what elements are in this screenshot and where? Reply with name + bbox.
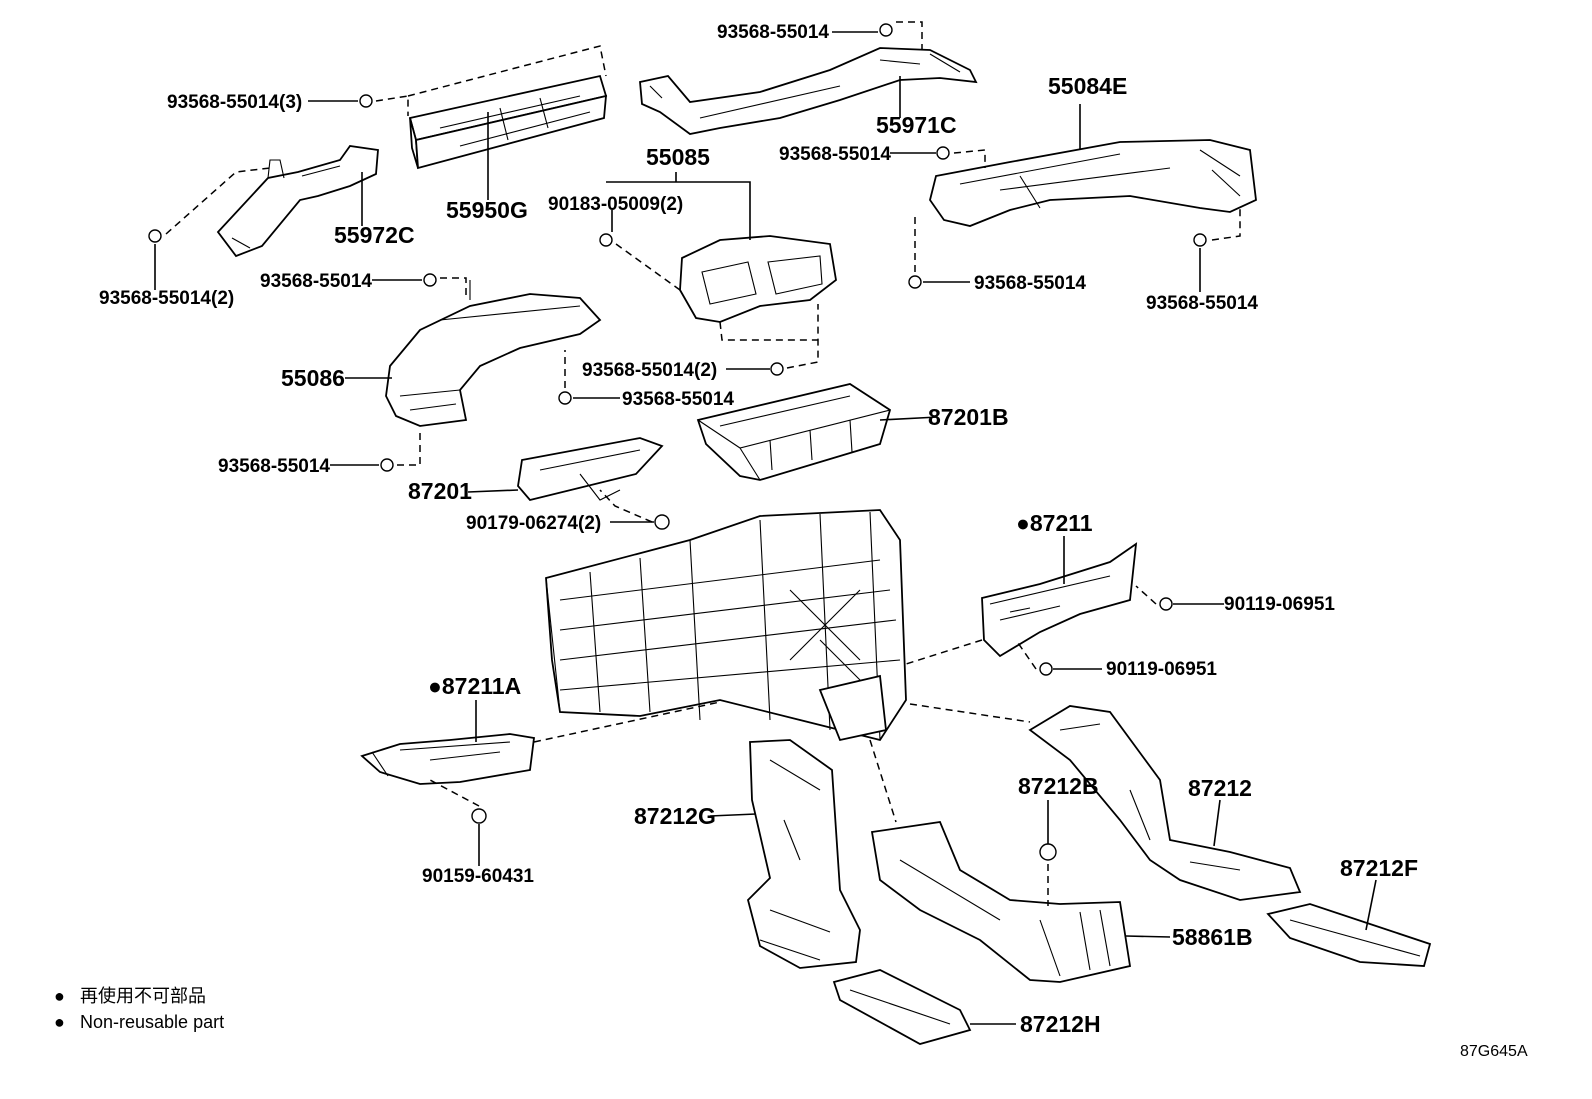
bolt-icon [770, 362, 784, 376]
part-87212f-duct [1266, 903, 1432, 967]
bolt-icon [879, 23, 893, 37]
label-90159-60431: 90159-60431 [422, 866, 534, 887]
part-87212-duct [1028, 705, 1302, 901]
legend-japanese: 再使用不可部品 [80, 986, 206, 1006]
part-87201-register [517, 437, 664, 502]
label-55084e: 55084E [1048, 73, 1127, 99]
bolt-icon [148, 229, 162, 243]
label-55950g: 55950G [446, 197, 528, 223]
label-55086: 55086 [281, 365, 345, 391]
label-90183-05009-2: 90183-05009(2) [548, 194, 683, 215]
part-55084e-duct [929, 139, 1257, 227]
label-90119-06951-b: 90119-06951 [1106, 659, 1217, 680]
label-87212h: 87212H [1020, 1011, 1101, 1037]
fastener-icons [148, 23, 1207, 861]
bolt-icon [558, 391, 572, 405]
part-55972c-duct [216, 145, 379, 258]
label-93568-55014-upper-center: 93568-55014 [779, 144, 891, 165]
leader-lines [154, 31, 1377, 1025]
label-87201b: 87201B [928, 404, 1009, 430]
bolt-icon [908, 275, 922, 289]
part-55971c-duct [639, 47, 978, 135]
label-58861b: 58861B [1172, 924, 1253, 950]
screw-icon [1159, 597, 1173, 611]
label-87201: 87201 [408, 478, 472, 504]
part-87201b-register [696, 383, 892, 481]
label-93568-55014-lower-left: 93568-55014 [218, 456, 330, 477]
label-93568-55014-center: 93568-55014 [622, 389, 734, 410]
legend-english: Non-reusable part [80, 1012, 224, 1032]
part-87211a-duct [360, 733, 536, 785]
clip-icon [599, 233, 613, 247]
nut-icon [654, 514, 670, 530]
label-93568-55014-right: 93568-55014 [974, 273, 1086, 294]
diagram-code: 87G645A [1460, 1043, 1528, 1060]
part-55950g-duct [408, 74, 608, 170]
part-55085-duct [679, 235, 837, 323]
label-87212b: 87212B [1018, 773, 1099, 799]
part-hvac-unit [545, 509, 907, 742]
bolt-icon [1193, 233, 1207, 247]
part-87212g-duct [746, 739, 861, 969]
bolt-icon [359, 94, 373, 108]
legend: ● 再使用不可部品 ● Non-reusable part [54, 986, 224, 1032]
part-58861b-duct [870, 821, 1132, 983]
label-93568-55014-2-left: 93568-55014(2) [99, 288, 234, 309]
label-90119-06951-a: 90119-06951 [1224, 594, 1335, 615]
label-87211: ●87211 [1016, 510, 1093, 536]
part-labels: 93568-55014 93568-55014(3) 55950G 55972C… [99, 22, 1418, 1037]
bolt-icon [380, 458, 394, 472]
label-87212g: 87212G [634, 803, 716, 829]
label-87212: 87212 [1188, 775, 1252, 801]
label-87211a: ●87211A [428, 673, 521, 699]
legend-bullet-1: ● [54, 986, 65, 1006]
label-55971c: 55971C [876, 112, 957, 138]
bolt-icon [423, 273, 437, 287]
bolt-icon [936, 146, 950, 160]
label-93568-55014-top: 93568-55014 [717, 22, 829, 43]
label-93568-55014-mid-left: 93568-55014 [260, 271, 372, 292]
label-93568-55014-3: 93568-55014(3) [167, 92, 302, 113]
legend-bullet-2: ● [54, 1012, 65, 1032]
assembly-lines [165, 21, 1241, 906]
part-87212h-duct [832, 969, 972, 1045]
label-55085: 55085 [646, 144, 710, 170]
label-93568-55014-far-right: 93568-55014 [1146, 293, 1258, 314]
label-90179-06274-2: 90179-06274(2) [466, 513, 601, 534]
part-87211-duct [981, 542, 1138, 658]
part-55086-duct [385, 280, 602, 427]
label-55972c: 55972C [334, 222, 415, 248]
screw-icon [471, 808, 487, 824]
clip-icon [1039, 843, 1057, 861]
label-93568-55014-2-center: 93568-55014(2) [582, 360, 717, 381]
screw-icon [1039, 662, 1053, 676]
label-87212f: 87212F [1340, 855, 1418, 881]
